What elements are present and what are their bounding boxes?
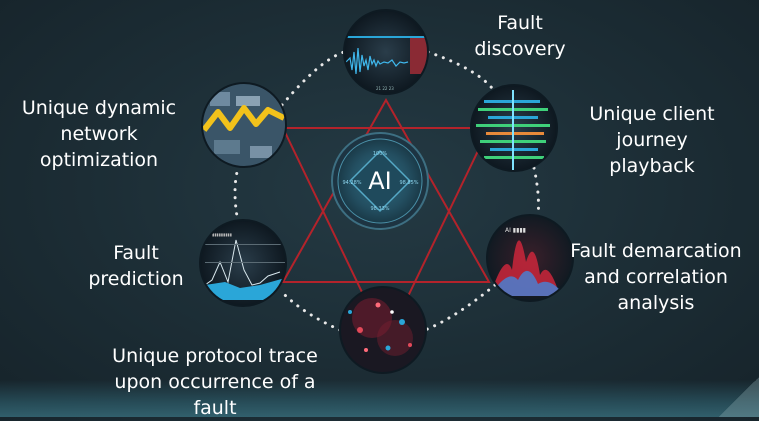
label-line: prediction [88, 268, 184, 290]
label-fault-discovery: Fault discovery [470, 10, 570, 62]
ai-hub: 100% 94.28% 98.85% 98.33% [331, 132, 429, 230]
particle-cloud-thumbnail [340, 287, 426, 373]
label-protocol-trace: Unique protocol trace upon occurrence of… [90, 343, 340, 421]
svg-text:▮▮▮▮▮▮▮▮▮: ▮▮▮▮▮▮▮▮▮ [212, 232, 232, 237]
label-line: optimization [39, 149, 159, 171]
svg-text:21 22 23: 21 22 23 [376, 86, 394, 91]
svg-text:98.85%: 98.85% [399, 180, 418, 186]
page-corner [719, 377, 759, 417]
svg-text:94.28%: 94.28% [342, 180, 361, 186]
label-line: Unique protocol trace [112, 345, 318, 367]
label-line: Fault demarcation [570, 240, 742, 262]
label-line: playback [609, 155, 695, 177]
trend-map-thumbnail [202, 83, 286, 167]
ai-center-label: AI [368, 167, 392, 195]
bars-thumbnail [471, 85, 557, 171]
dotted-ring [233, 50, 540, 332]
label-line: and correlation [584, 266, 728, 288]
label-line: Unique dynamic [21, 97, 177, 119]
label-fault-demarcation: Fault demarcation and correlation analys… [556, 238, 756, 316]
label-line: analysis [617, 292, 695, 314]
svg-text:98.33%: 98.33% [370, 206, 389, 212]
label-line: upon occurrence of a [114, 371, 316, 393]
peaks-chart-thumbnail: AI ▮▮▮▮ [487, 215, 573, 301]
waveform-thumbnail: 21 22 23 [344, 10, 428, 94]
label-line: network [60, 123, 138, 145]
label-line: Fault [497, 12, 543, 34]
label-client-journey: Unique client journey playback [572, 101, 732, 179]
label-dynamic-optimization: Unique dynamic network optimization [4, 95, 194, 173]
area-chart-thumbnail: ▮▮▮▮▮▮▮▮▮ [200, 220, 286, 306]
label-line: fault [193, 397, 237, 419]
label-line: discovery [474, 38, 566, 60]
label-line: Unique client [589, 103, 715, 125]
svg-text:100%: 100% [373, 151, 388, 157]
label-line: journey [616, 129, 688, 151]
label-line: Fault [113, 242, 159, 264]
label-fault-prediction: Fault prediction [76, 240, 196, 292]
svg-text:AI ▮▮▮▮: AI ▮▮▮▮ [505, 227, 526, 234]
bottom-band [0, 380, 759, 417]
